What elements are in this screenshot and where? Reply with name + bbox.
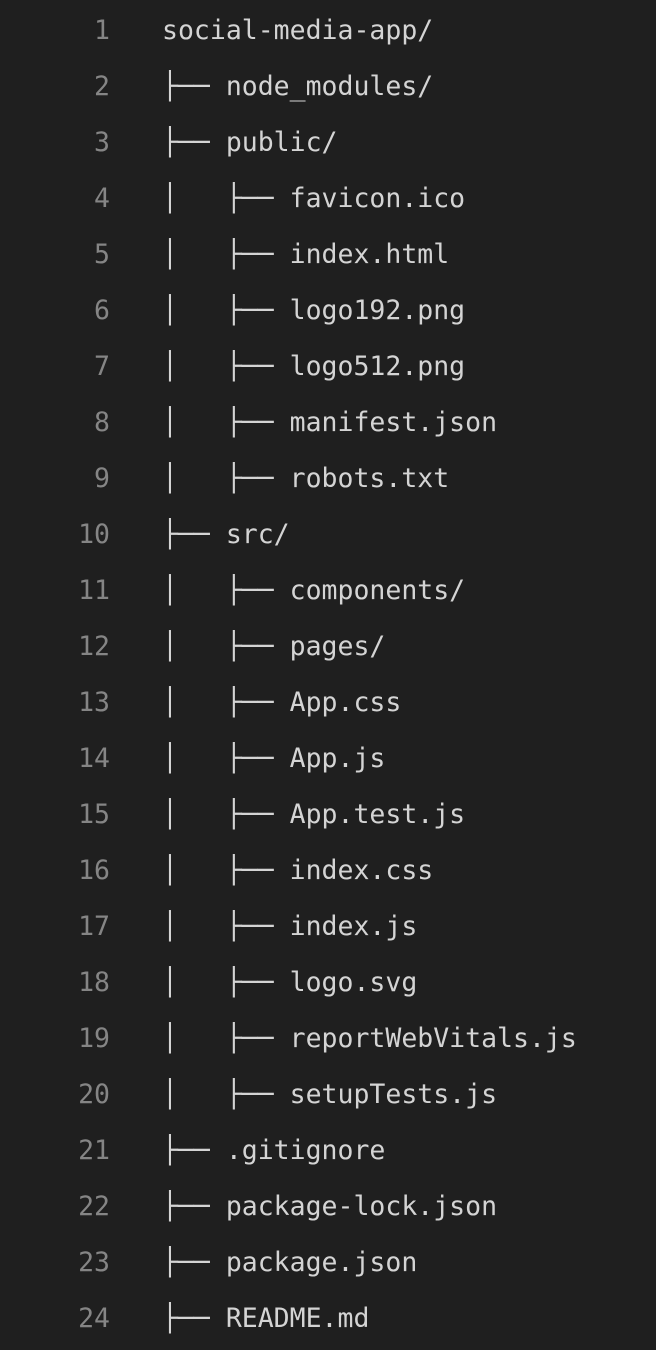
code-line[interactable]: 2 ├── node_modules/ [0, 58, 656, 114]
code-line[interactable]: 7 │ ├── logo512.png [0, 338, 656, 394]
code-line[interactable]: 23 ├── package.json [0, 1234, 656, 1290]
line-text[interactable]: ├── public/ [162, 126, 338, 158]
line-number: 9 [94, 462, 110, 494]
code-line[interactable]: 12 │ ├── pages/ [0, 618, 656, 674]
line-number: 7 [94, 350, 110, 382]
code-line[interactable]: 20 │ ├── setupTests.js [0, 1066, 656, 1122]
line-text[interactable]: ├── package.json [162, 1246, 418, 1278]
line-number: 1 [94, 14, 110, 46]
line-text[interactable]: social-media-app/ [162, 14, 434, 46]
line-number: 2 [94, 70, 110, 102]
code-line[interactable]: 5 │ ├── index.html [0, 226, 656, 282]
line-text[interactable]: │ ├── App.test.js [162, 798, 466, 830]
line-text[interactable]: │ ├── index.html [162, 238, 450, 270]
code-line[interactable]: 13 │ ├── App.css [0, 674, 656, 730]
code-line[interactable]: 15 │ ├── App.test.js [0, 786, 656, 842]
line-text[interactable]: │ ├── logo512.png [162, 350, 466, 382]
code-line[interactable]: 16 │ ├── index.css [0, 842, 656, 898]
code-line[interactable]: 1 social-media-app/ [0, 2, 656, 58]
line-text[interactable]: │ ├── setupTests.js [162, 1078, 498, 1110]
line-number: 4 [94, 182, 110, 214]
line-number: 18 [78, 966, 110, 998]
code-line[interactable]: 22 ├── package-lock.json [0, 1178, 656, 1234]
line-text[interactable]: │ ├── App.js [162, 742, 386, 774]
line-text[interactable]: │ ├── components/ [162, 574, 466, 606]
line-number: 21 [78, 1134, 110, 1166]
line-number: 10 [78, 518, 110, 550]
code-line[interactable]: 8 │ ├── manifest.json [0, 394, 656, 450]
line-text[interactable]: │ ├── index.css [162, 854, 434, 886]
code-line[interactable]: 10 ├── src/ [0, 506, 656, 562]
code-line[interactable]: 14 │ ├── App.js [0, 730, 656, 786]
line-text[interactable]: ├── package-lock.json [162, 1190, 498, 1222]
line-text[interactable]: ├── node_modules/ [162, 70, 434, 102]
line-text[interactable]: │ ├── reportWebVitals.js [162, 1022, 577, 1054]
code-line[interactable]: 21 ├── .gitignore [0, 1122, 656, 1178]
line-text[interactable]: │ ├── favicon.ico [162, 182, 466, 214]
line-number: 12 [78, 630, 110, 662]
code-line[interactable]: 4 │ ├── favicon.ico [0, 170, 656, 226]
line-number: 17 [78, 910, 110, 942]
line-number: 15 [78, 798, 110, 830]
line-number: 11 [78, 574, 110, 606]
line-text[interactable]: │ ├── robots.txt [162, 462, 450, 494]
line-text[interactable]: │ ├── logo192.png [162, 294, 466, 326]
code-line[interactable]: 6 │ ├── logo192.png [0, 282, 656, 338]
line-number: 19 [78, 1022, 110, 1054]
code-line[interactable]: 24 ├── README.md [0, 1290, 656, 1346]
line-text[interactable]: │ ├── App.css [162, 686, 402, 718]
line-number: 13 [78, 686, 110, 718]
line-text[interactable]: ├── README.md [162, 1302, 370, 1334]
line-text[interactable]: │ ├── pages/ [162, 630, 386, 662]
line-number: 24 [78, 1302, 110, 1334]
code-line[interactable]: 17 │ ├── index.js [0, 898, 656, 954]
line-number: 5 [94, 238, 110, 270]
line-text[interactable]: │ ├── index.js [162, 910, 418, 942]
line-number: 3 [94, 126, 110, 158]
code-line[interactable]: 18 │ ├── logo.svg [0, 954, 656, 1010]
line-number: 6 [94, 294, 110, 326]
line-number: 22 [78, 1190, 110, 1222]
code-line[interactable]: 9 │ ├── robots.txt [0, 450, 656, 506]
line-number: 8 [94, 406, 110, 438]
line-text[interactable]: ├── .gitignore [162, 1134, 386, 1166]
line-text[interactable]: ├── src/ [162, 518, 290, 550]
line-text[interactable]: │ ├── logo.svg [162, 966, 418, 998]
line-number: 20 [78, 1078, 110, 1110]
code-line[interactable]: 19 │ ├── reportWebVitals.js [0, 1010, 656, 1066]
code-line[interactable]: 3 ├── public/ [0, 114, 656, 170]
line-number: 16 [78, 854, 110, 886]
line-number: 23 [78, 1246, 110, 1278]
line-text[interactable]: │ ├── manifest.json [162, 406, 498, 438]
code-line[interactable]: 11 │ ├── components/ [0, 562, 656, 618]
line-number: 14 [78, 742, 110, 774]
